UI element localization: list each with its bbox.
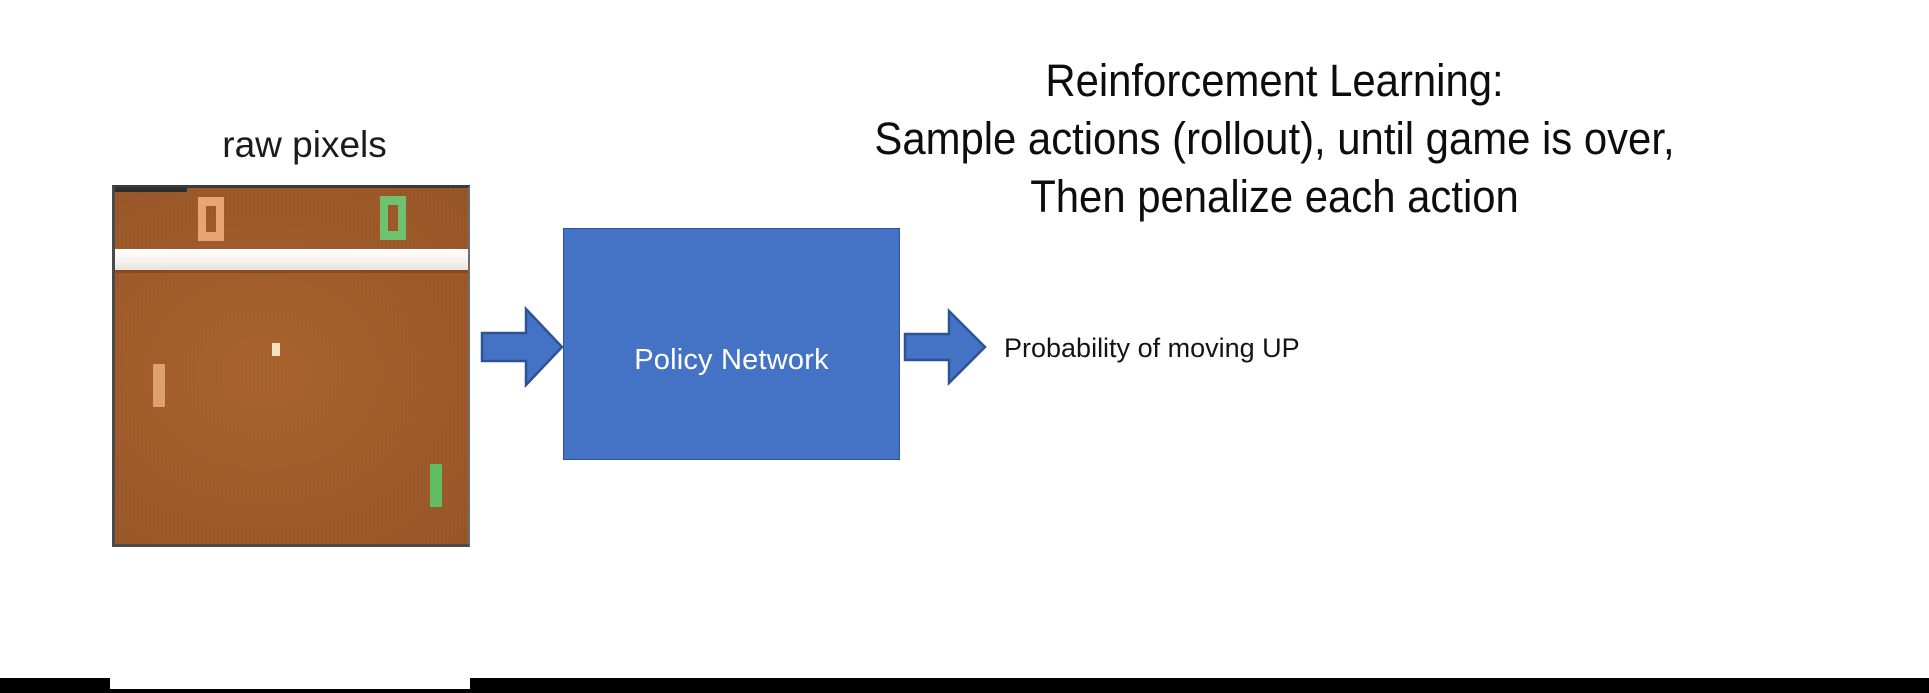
- headline-line-2: Sample actions (rollout), until game is …: [874, 113, 1675, 164]
- headline-line-1: Reinforcement Learning:: [1045, 55, 1504, 106]
- pong-paddle-right: [430, 464, 442, 507]
- bottom-bar-left: [0, 678, 110, 693]
- headline-line-3: Then penalize each action: [1030, 171, 1519, 222]
- pong-screenshot: [112, 185, 470, 547]
- headline-block: Reinforcement Learning: Sample actions (…: [620, 52, 1929, 226]
- raw-pixels-caption: raw pixels: [222, 124, 387, 165]
- policy-network-box[interactable]: Policy Network: [563, 228, 900, 460]
- output-label: Probability of moving UP: [1004, 333, 1300, 363]
- pong-ball: [272, 343, 280, 356]
- pong-score-left: [198, 197, 224, 241]
- policy-network-label: Policy Network: [634, 344, 829, 376]
- pong-top-edge: [115, 188, 187, 192]
- pong-score-right: [380, 196, 406, 240]
- pong-playfield: [115, 188, 468, 544]
- bottom-bar-mid: [110, 689, 470, 693]
- pong-divider-shadow: [115, 270, 468, 273]
- pong-divider-band: [115, 249, 468, 270]
- output-arrow-icon: [903, 308, 987, 386]
- pong-paddle-left: [153, 364, 165, 407]
- input-arrow-icon: [480, 306, 564, 388]
- bottom-bar-right: [470, 678, 1929, 693]
